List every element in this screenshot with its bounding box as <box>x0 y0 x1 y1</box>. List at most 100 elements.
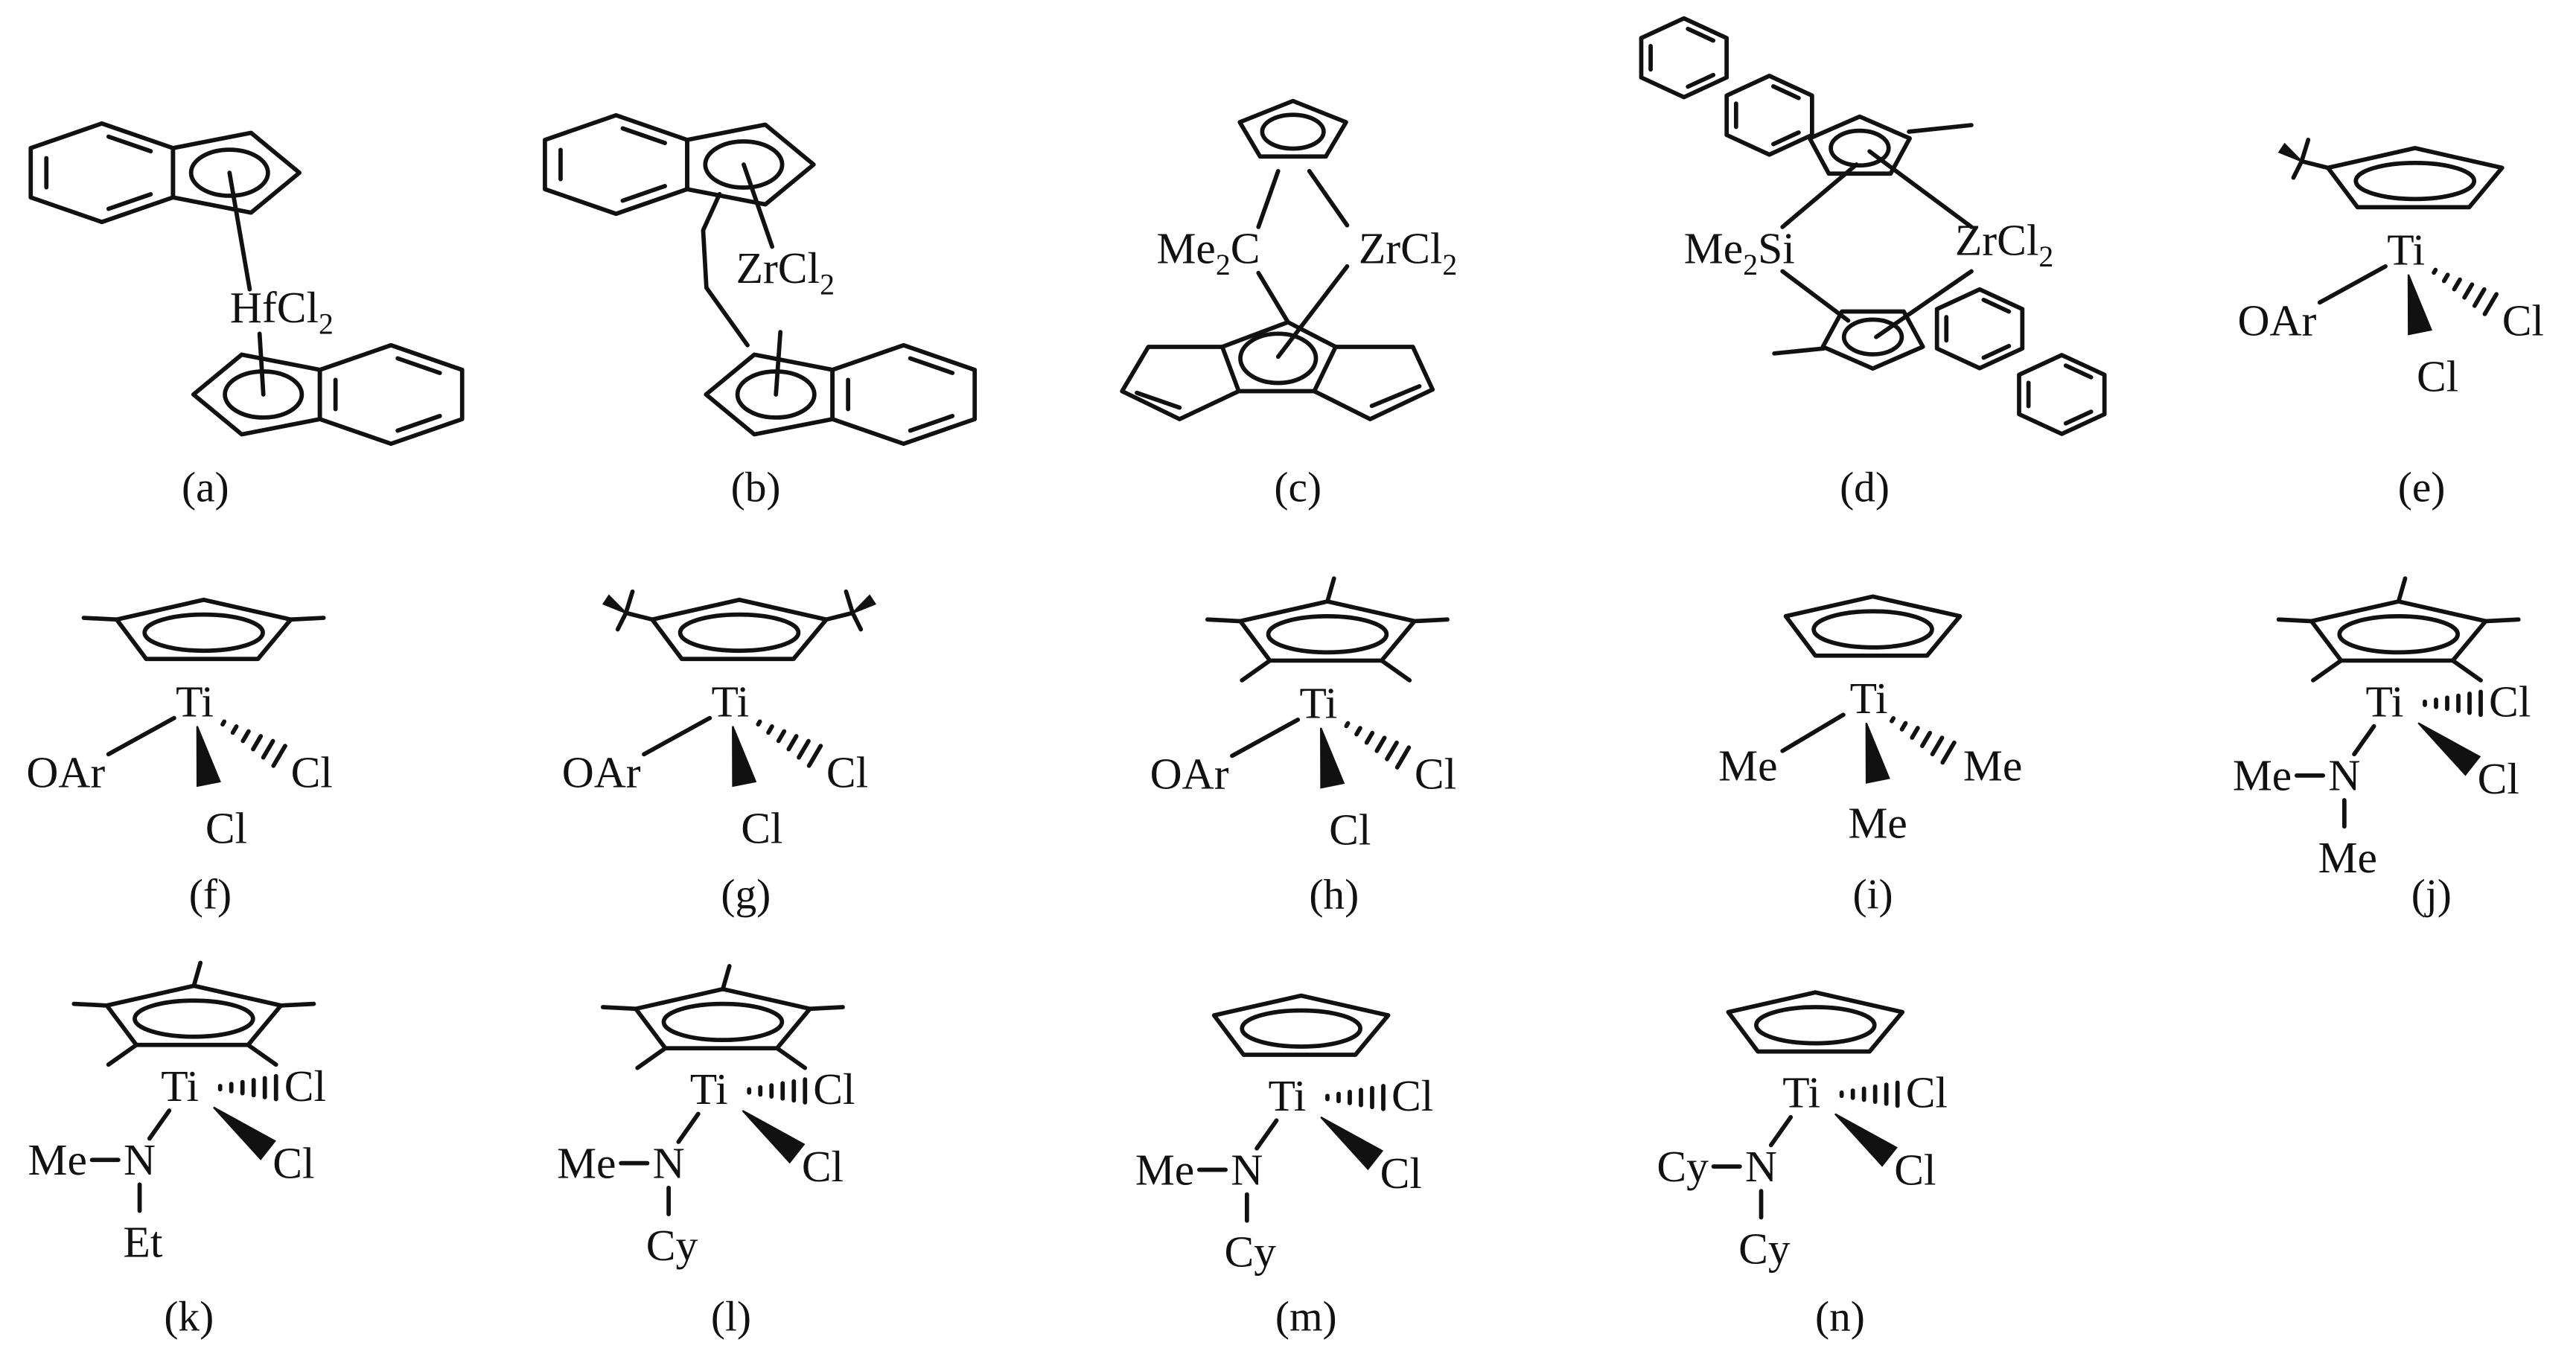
cp-ring-outline <box>104 983 284 1047</box>
hash-mark <box>2462 282 2475 300</box>
label-text: Si <box>1758 223 1795 272</box>
nitrogen-label: N <box>1745 1142 1777 1191</box>
double-bond-line <box>2063 409 2094 426</box>
ethylene-bridge <box>701 191 750 348</box>
label-text: N <box>2328 751 2360 800</box>
structure-caption: (l) <box>711 1294 751 1341</box>
hashed-bond <box>1839 1080 1900 1108</box>
label-text: Ti <box>2387 226 2425 275</box>
wedge-bond <box>1320 727 1345 789</box>
hash-mark <box>1930 735 1945 757</box>
methyl-bond <box>774 1046 808 1070</box>
bond-line <box>1780 269 1851 323</box>
methyl-bond <box>1772 346 1826 356</box>
ligand-label: Cl <box>1894 1145 1936 1194</box>
metal-label: ZrCl2 <box>1955 215 2053 272</box>
structure-caption: (j) <box>2411 872 2452 919</box>
methyl-bond <box>191 960 203 989</box>
cyclopentadienyl-ring <box>81 597 326 662</box>
cp-ring-outline <box>1726 990 1905 1054</box>
methyl-bond <box>71 1001 109 1008</box>
label-text: Cl <box>291 747 333 796</box>
double-bond-line <box>1981 343 2012 360</box>
cyclopentadienyl-ring <box>1205 576 1450 683</box>
label-text: Cl <box>2489 677 2531 726</box>
ligand-label: Cl <box>2502 296 2544 345</box>
label-text: Me <box>1963 741 2022 791</box>
benzene-ring <box>317 342 465 447</box>
hash-mark <box>776 729 787 744</box>
label-subscript: 2 <box>1216 249 1231 281</box>
bond-line <box>1230 718 1301 759</box>
hash-mark <box>1910 726 1920 740</box>
ligand-label: Cl <box>1906 1068 1948 1117</box>
label-text: Me <box>2318 833 2377 882</box>
structure-caption: (f) <box>189 872 232 919</box>
ligand-label: Cy <box>1738 1224 1791 1273</box>
bond-line <box>1768 1115 1794 1148</box>
structure-caption: (a) <box>182 464 229 511</box>
label-text: Me <box>1848 799 1907 848</box>
metal-label: ZrCl2 <box>1359 223 1457 281</box>
hashed-bond <box>220 719 287 768</box>
aromatic-circle <box>1829 128 1891 168</box>
label-text: Ti <box>711 677 749 726</box>
aromatic-circle <box>1754 1005 1877 1046</box>
ligand-label: Cy <box>1224 1227 1276 1277</box>
cyclopentadienyl-ring <box>685 122 816 207</box>
benzene-ring <box>543 112 689 217</box>
metal-label: Ti <box>1269 1071 1307 1120</box>
cyclopentadienyl-ring <box>1726 990 1905 1054</box>
wedge-bond <box>602 594 627 614</box>
structure-caption: (m) <box>1275 1294 1337 1341</box>
label-text: Ti <box>1269 1071 1307 1120</box>
label-text: Cl <box>1894 1145 1936 1194</box>
ligand-label: Cl <box>813 1064 855 1114</box>
ligand-label: Cl <box>1415 750 1456 799</box>
ligand-label: Cl <box>291 747 333 796</box>
double-bond-line <box>620 126 667 145</box>
ligand-label: Me <box>2318 833 2377 882</box>
tert-butyl-bond <box>623 589 635 616</box>
aromatic-circle <box>703 139 785 190</box>
label-text: Ti <box>1299 679 1337 728</box>
double-bond-line <box>1981 297 2012 314</box>
structure-caption: (n) <box>1815 1294 1865 1341</box>
double-bond-line <box>1771 84 1801 100</box>
metal-label: Ti <box>176 677 214 726</box>
label-text: OAr <box>1150 750 1229 799</box>
bond-line <box>1256 168 1281 229</box>
label-text: Ti <box>2366 677 2404 726</box>
benzene-ring <box>2017 353 2107 436</box>
ligand-label: Me <box>1963 741 2022 791</box>
label-subscript: 2 <box>820 268 835 301</box>
methyl-bond <box>2311 658 2344 683</box>
label-text: Ti <box>1850 674 1888 723</box>
hash-mark <box>1344 721 1351 729</box>
ligand-label: Cl <box>741 803 782 852</box>
double-bond-line <box>1135 390 1182 410</box>
label-text: Ti <box>176 677 214 726</box>
double-bond-line <box>1369 384 1422 409</box>
ligand-label: Cl <box>1329 805 1371 855</box>
ligand-label: Cl <box>205 803 247 852</box>
nitrogen-label: N <box>124 1135 156 1184</box>
cyclopentadienyl-ring <box>600 963 845 1070</box>
label-text: Cl <box>1391 1071 1433 1120</box>
hash-mark <box>2472 287 2487 308</box>
double-bond-line <box>395 414 442 433</box>
structure-a: HfCl2(a) <box>28 121 465 511</box>
ligand-label: Cy <box>646 1221 698 1270</box>
wedge-bond <box>1320 1116 1384 1171</box>
label-text: Ti <box>1782 1068 1820 1117</box>
double-bond-line <box>1686 26 1716 43</box>
bond-line <box>2352 724 2376 757</box>
tert-butyl-bond <box>615 610 628 632</box>
metal-label: ZrCl2 <box>736 243 835 301</box>
metal-label: Ti <box>1782 1068 1820 1117</box>
methyl-bond <box>81 616 119 622</box>
ligand-label: Me <box>1848 799 1907 848</box>
